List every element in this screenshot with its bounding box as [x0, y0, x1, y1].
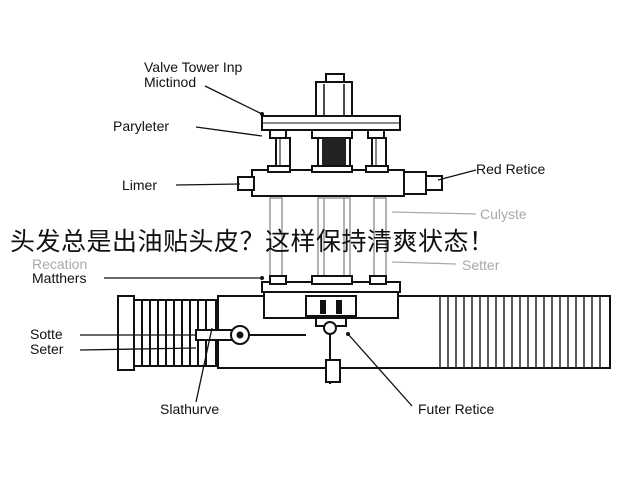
- overlay-caption: 头发总是出油贴头皮？这样保持清爽状态！: [10, 227, 495, 256]
- top-plate: [261, 115, 401, 139]
- label-paryleter: Paryleter: [113, 118, 170, 134]
- valve-block: [261, 275, 401, 384]
- label-setter: Setter: [462, 257, 500, 273]
- label-limer: Limer: [122, 177, 158, 193]
- label-seter: Seter: [30, 341, 64, 357]
- label-red-retice: Red Retice: [476, 161, 546, 177]
- support-rods: [269, 197, 387, 281]
- upper-columns: [275, 137, 387, 167]
- label-futer-retice: Futer Retice: [418, 401, 495, 417]
- limer-crossbar: [237, 165, 443, 197]
- lever-arm: [195, 325, 306, 345]
- label-valve-tower-line1: Valve Tower Inp: [144, 59, 243, 75]
- label-recation: Recation: [32, 256, 88, 272]
- label-matthers: Matthers: [32, 270, 87, 286]
- valve-tower-top: [315, 73, 353, 119]
- label-culyste: Culyste: [480, 206, 527, 222]
- leader-lines: [79, 85, 477, 407]
- label-slathurve: Slathurve: [160, 401, 220, 417]
- label-valve-tower-line2: Mictinod: [144, 74, 197, 90]
- label-sotte: Sotte: [30, 326, 63, 342]
- leader-lines-faded: [391, 211, 477, 265]
